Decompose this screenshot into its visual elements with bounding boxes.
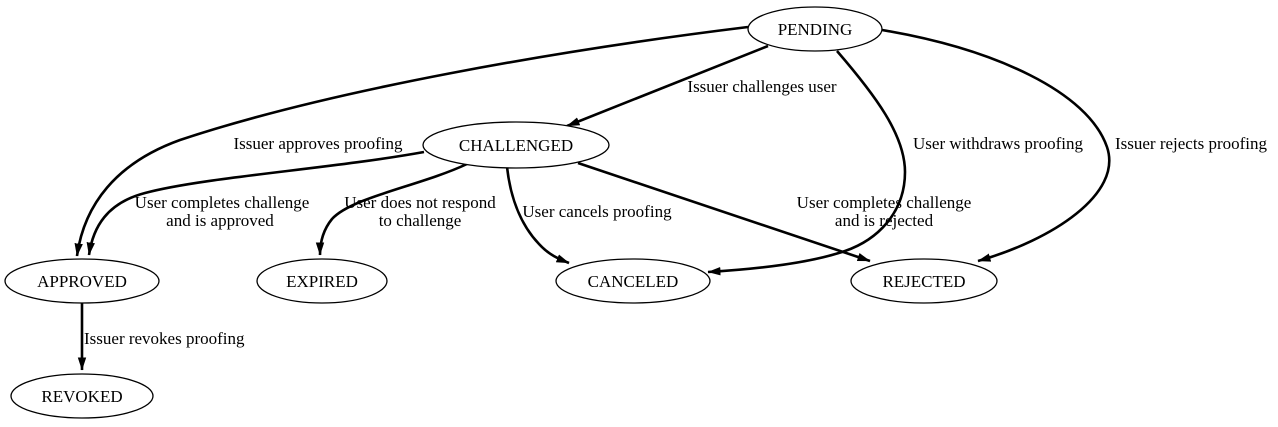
edge-pending-rejected [881,28,1111,263]
node-revoked-ellipse [10,373,154,419]
node-revoked: REVOKED [10,373,154,419]
edge-label-user-withdraws-proofing: User withdraws proofing [913,134,1083,153]
edge-label-no-respond-line1: User does not respond [344,193,496,212]
edge-pending-canceled [707,50,907,276]
edge-label-completes-approved-line1: User completes challenge [135,193,310,212]
node-challenged-label: CHALLENGED [459,136,573,155]
edge-label-completes-approved-line2: and is approved [166,211,274,230]
edge-label-issuer-revokes-proofing: Issuer revokes proofing [84,329,245,348]
node-challenged: CHALLENGED [422,121,610,169]
edge-label-completes-rejected-line2: and is rejected [835,211,934,230]
node-pending-label: PENDING [778,20,853,39]
node-group: PENDING CHALLENGED APPROVED EXPIRED CANC… [4,6,998,419]
edge-label-issuer-rejects-proofing: Issuer rejects proofing [1115,134,1268,153]
node-revoked-label: REVOKED [41,387,122,406]
node-approved: APPROVED [4,258,160,304]
edge-label-issuer-challenges-user: Issuer challenges user [687,77,837,96]
node-approved-label: APPROVED [37,272,127,291]
node-approved-ellipse [4,258,160,304]
edge-group [74,25,1111,371]
node-pending-ellipse [747,6,883,52]
edge-challenged-canceled [505,166,570,265]
node-canceled-ellipse [555,258,711,304]
edge-label-completes-rejected-line1: User completes challenge [797,193,972,212]
edge-challenged-expired [315,162,468,256]
edge-pending-challenged [566,44,769,128]
node-rejected-label: REJECTED [882,272,965,291]
edge-challenged-approved [86,150,425,256]
edge-label-group: Issuer challenges user Issuer approves p… [84,77,1267,348]
node-canceled-label: CANCELED [588,272,679,291]
node-challenged-ellipse [422,121,610,169]
node-expired-label: EXPIRED [286,272,358,291]
node-canceled: CANCELED [555,258,711,304]
node-rejected: REJECTED [850,258,998,304]
edge-pending-approved [74,25,749,257]
node-expired: EXPIRED [256,258,388,304]
edge-challenged-rejected [577,161,871,263]
edge-label-user-cancels-proofing: User cancels proofing [522,202,672,221]
node-expired-ellipse [256,258,388,304]
edge-label-issuer-approves-proofing: Issuer approves proofing [233,134,403,153]
node-pending: PENDING [747,6,883,52]
node-rejected-ellipse [850,258,998,304]
edge-label-no-respond-line2: to challenge [379,211,462,230]
